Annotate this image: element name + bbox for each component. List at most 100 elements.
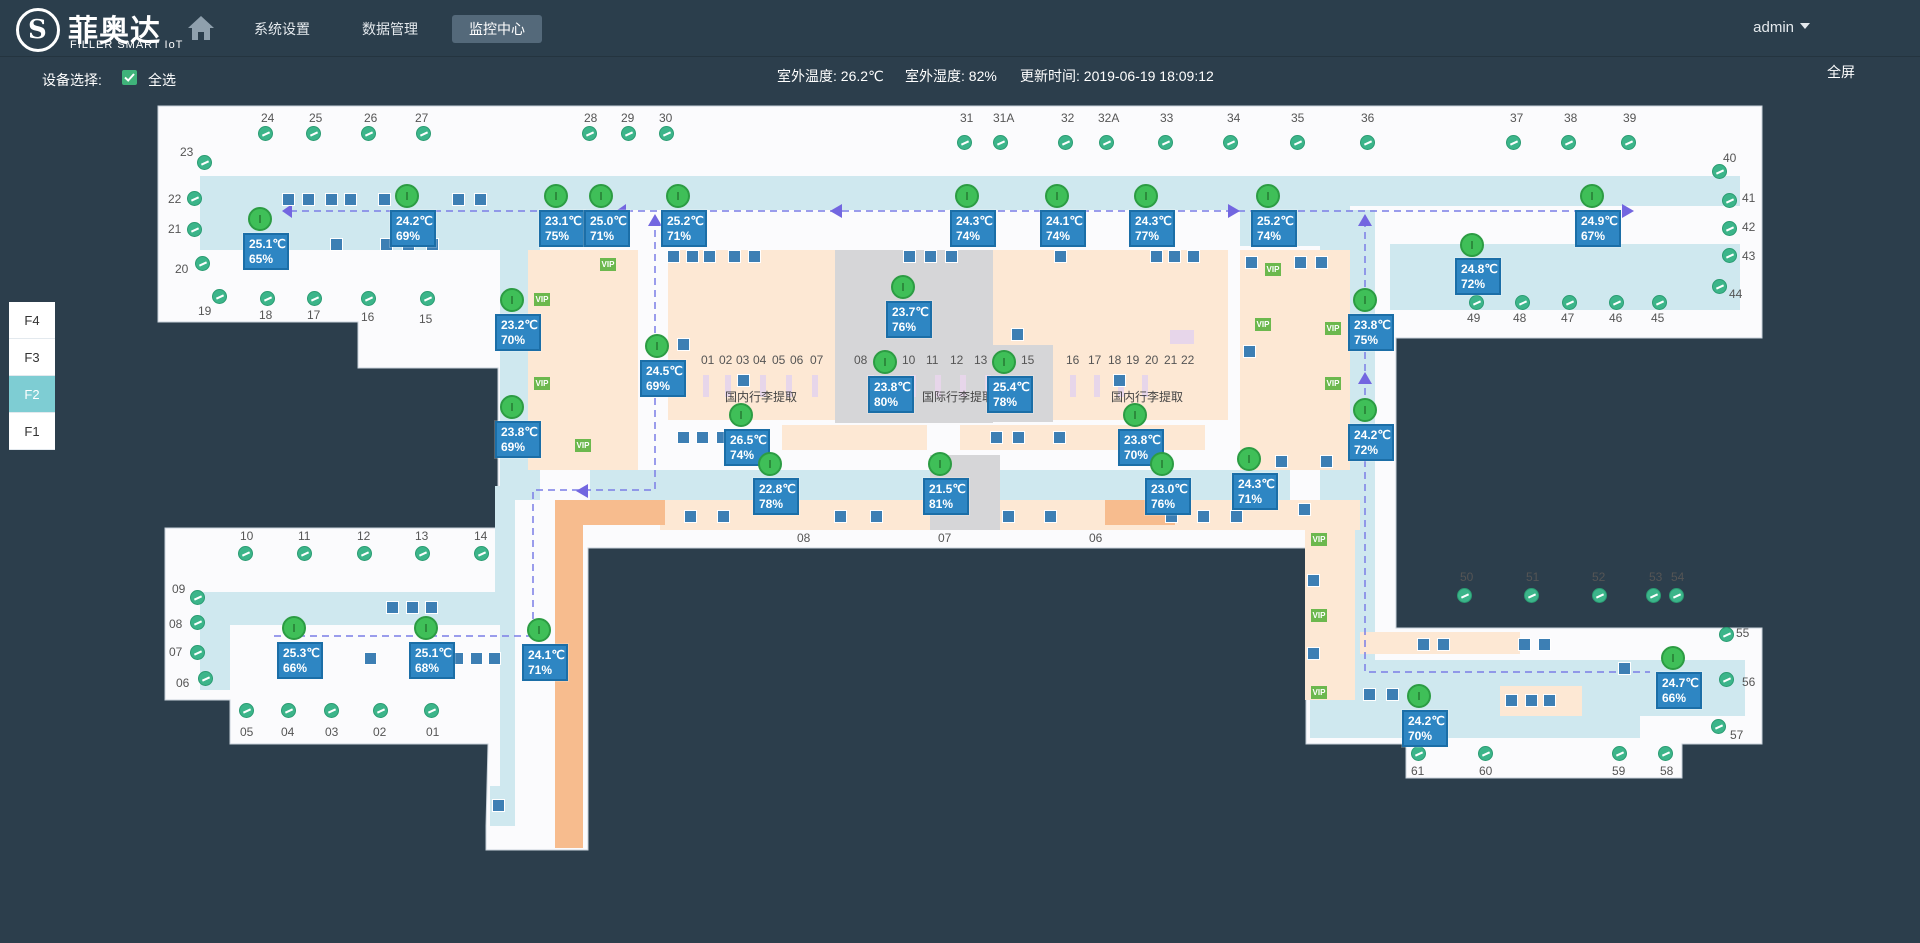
gate-bridge-icon[interactable] xyxy=(195,256,210,271)
sensor-marker[interactable] xyxy=(873,350,897,374)
gate-bridge-icon[interactable] xyxy=(197,155,212,170)
gate-bridge-icon[interactable] xyxy=(187,222,202,237)
shop-icon[interactable] xyxy=(1002,510,1015,523)
restaurant-icon[interactable] xyxy=(282,193,295,206)
sensor-marker[interactable] xyxy=(500,288,524,312)
floor-f4[interactable]: F4 xyxy=(9,302,55,339)
gate-bridge-icon[interactable] xyxy=(306,126,321,141)
gate-bridge-icon[interactable] xyxy=(1711,719,1726,734)
info-icon[interactable] xyxy=(1417,638,1430,651)
gate-bridge-icon[interactable] xyxy=(1722,248,1737,263)
gate-bridge-icon[interactable] xyxy=(957,135,972,150)
shop-icon[interactable] xyxy=(1525,694,1538,707)
gate-bridge-icon[interactable] xyxy=(1621,135,1636,150)
sensor-marker[interactable] xyxy=(248,207,272,231)
gate-bridge-icon[interactable] xyxy=(1360,135,1375,150)
accessible-icon[interactable] xyxy=(1168,250,1181,263)
nav-data-management[interactable]: 数据管理 xyxy=(362,21,418,37)
gate-bridge-icon[interactable] xyxy=(1515,295,1530,310)
gate-bridge-icon[interactable] xyxy=(1712,279,1727,294)
info-icon[interactable] xyxy=(364,652,377,665)
info-icon[interactable] xyxy=(903,250,916,263)
gate-bridge-icon[interactable] xyxy=(1099,135,1114,150)
select-all-checkbox[interactable] xyxy=(122,70,137,85)
gate-bridge-icon[interactable] xyxy=(1524,588,1539,603)
gate-bridge-icon[interactable] xyxy=(1058,135,1073,150)
shop-icon[interactable] xyxy=(834,510,847,523)
gate-bridge-icon[interactable] xyxy=(238,546,253,561)
shop-icon[interactable] xyxy=(470,652,483,665)
vip-lounge-icon[interactable]: VIP xyxy=(1311,609,1327,622)
shop-icon[interactable] xyxy=(1307,574,1320,587)
vip-lounge-icon[interactable]: VIP xyxy=(1325,377,1341,390)
escalator-icon[interactable] xyxy=(728,250,741,263)
gate-bridge-icon[interactable] xyxy=(1658,746,1673,761)
restroom-icon[interactable] xyxy=(386,601,399,614)
vip-lounge-icon[interactable]: VIP xyxy=(534,377,550,390)
sensor-marker[interactable] xyxy=(544,184,568,208)
accessible-icon[interactable] xyxy=(425,601,438,614)
gate-bridge-icon[interactable] xyxy=(1506,135,1521,150)
gate-bridge-icon[interactable] xyxy=(416,126,431,141)
shop-icon[interactable] xyxy=(924,250,937,263)
vip-lounge-icon[interactable]: VIP xyxy=(1265,263,1281,276)
gate-bridge-icon[interactable] xyxy=(324,703,339,718)
gate-bridge-icon[interactable] xyxy=(357,546,372,561)
gate-bridge-icon[interactable] xyxy=(361,291,376,306)
gate-bridge-icon[interactable] xyxy=(190,615,205,630)
sensor-marker[interactable] xyxy=(1150,452,1174,476)
gate-bridge-icon[interactable] xyxy=(187,191,202,206)
sensor-marker[interactable] xyxy=(1407,684,1431,708)
sensor-marker[interactable] xyxy=(1123,403,1147,427)
info-icon[interactable] xyxy=(703,250,716,263)
info-icon[interactable] xyxy=(1243,345,1256,358)
shop-icon[interactable] xyxy=(1363,688,1376,701)
accessible-icon[interactable] xyxy=(1543,694,1556,707)
gate-bridge-icon[interactable] xyxy=(1478,746,1493,761)
gate-bridge-icon[interactable] xyxy=(260,291,275,306)
accessible-icon[interactable] xyxy=(1437,638,1450,651)
shop-icon[interactable] xyxy=(474,193,487,206)
brand-logo[interactable]: S 菲奥达 FILLER SMART IoT xyxy=(16,6,182,52)
gate-bridge-icon[interactable] xyxy=(1561,135,1576,150)
sensor-marker[interactable] xyxy=(1353,288,1377,312)
info-icon[interactable] xyxy=(677,338,690,351)
gate-bridge-icon[interactable] xyxy=(621,126,636,141)
gate-bridge-icon[interactable] xyxy=(198,671,213,686)
info-icon[interactable] xyxy=(1298,503,1311,516)
gate-bridge-icon[interactable] xyxy=(361,126,376,141)
gate-bridge-icon[interactable] xyxy=(1719,672,1734,687)
gate-bridge-icon[interactable] xyxy=(1223,135,1238,150)
sensor-marker[interactable] xyxy=(414,616,438,640)
gate-bridge-icon[interactable] xyxy=(415,546,430,561)
gate-bridge-icon[interactable] xyxy=(281,703,296,718)
info-icon[interactable] xyxy=(677,431,690,444)
sensor-marker[interactable] xyxy=(645,334,669,358)
escalator-icon[interactable] xyxy=(870,510,883,523)
info-icon[interactable] xyxy=(1011,328,1024,341)
info-icon[interactable] xyxy=(1245,256,1258,269)
gate-bridge-icon[interactable] xyxy=(1669,588,1684,603)
accessible-icon[interactable] xyxy=(1315,256,1328,269)
nav-monitoring-center[interactable]: 监控中心 xyxy=(452,15,542,43)
gate-bridge-icon[interactable] xyxy=(373,703,388,718)
shop-icon[interactable] xyxy=(452,193,465,206)
sensor-marker[interactable] xyxy=(758,452,782,476)
restroom-icon[interactable] xyxy=(378,193,391,206)
gate-bridge-icon[interactable] xyxy=(1612,746,1627,761)
gate-bridge-icon[interactable] xyxy=(1712,164,1727,179)
